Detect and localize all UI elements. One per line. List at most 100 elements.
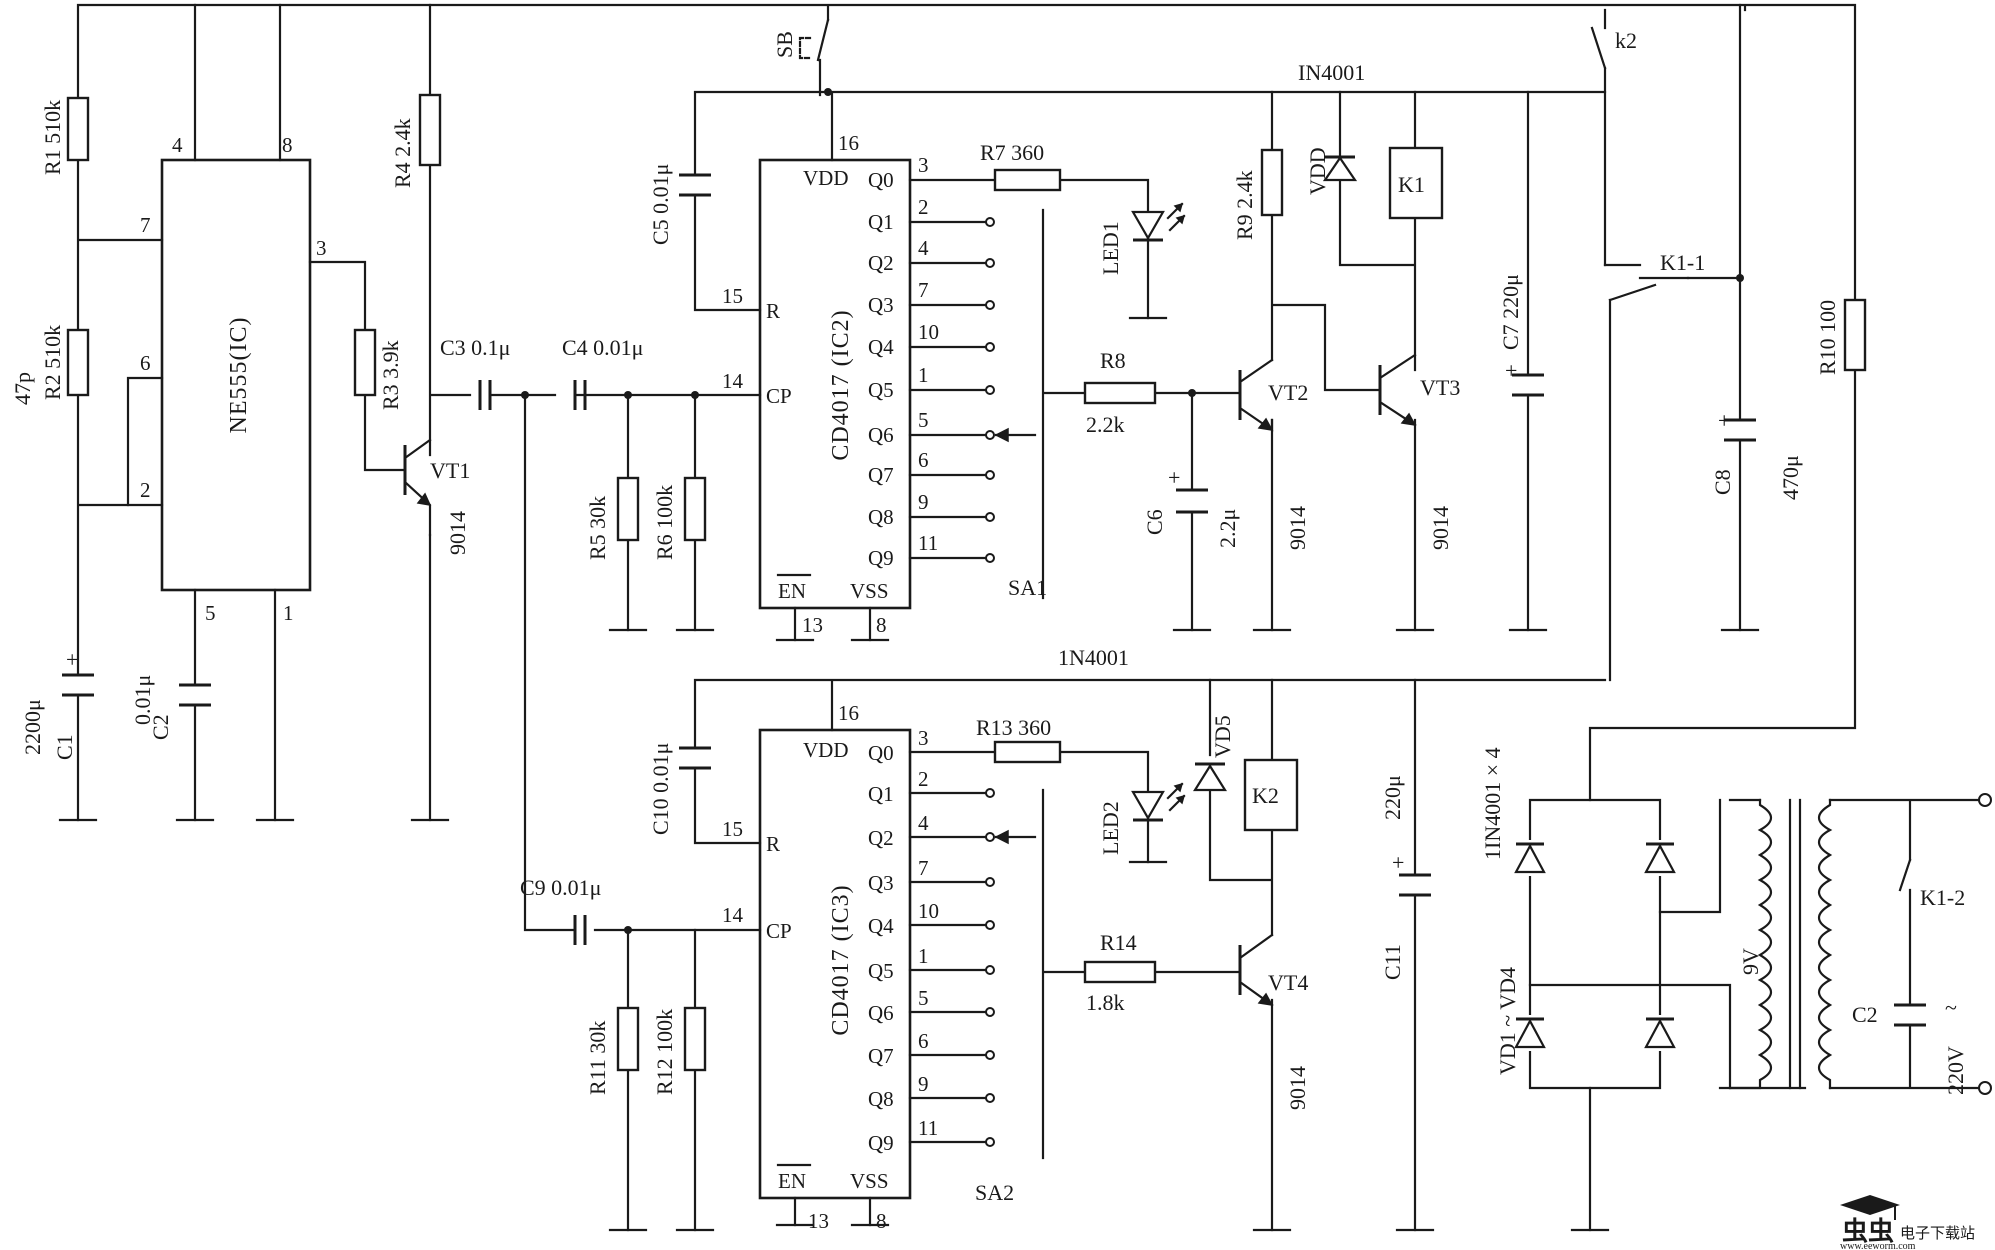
cd4017-ic3: CD4017 (IC3) VDD R CP EN VSS 16 15 14 13… bbox=[722, 701, 939, 1233]
ic3-q9: Q9 bbox=[868, 1131, 894, 1155]
ic3-q0: Q0 bbox=[868, 741, 894, 765]
cd4017-ic2: CD4017 (IC2) VDD R CP EN VSS 16 15 14 13… bbox=[722, 131, 939, 637]
ic2-pin-15: 15 bbox=[722, 284, 743, 308]
capacitors: + + + + + bbox=[62, 173, 1926, 1027]
ic3-r: R bbox=[766, 832, 780, 856]
label-vt4: VT4 bbox=[1268, 970, 1308, 995]
ic2-pin-13: 13 bbox=[802, 613, 823, 637]
label-bridge: 1IN4001 × 4 bbox=[1480, 747, 1505, 860]
ic2-q7: Q7 bbox=[868, 463, 894, 487]
label-c3: C3 0.1μ bbox=[440, 335, 510, 360]
label-r10: R10 100 bbox=[1815, 300, 1840, 375]
ic2-q9: Q9 bbox=[868, 546, 894, 570]
resistor-r12 bbox=[683, 1006, 707, 1072]
led2 bbox=[1131, 782, 1186, 822]
ne555-pin-2: 2 bbox=[140, 478, 151, 502]
label-r14: R14 bbox=[1100, 930, 1137, 955]
label-c2-mains: C2 bbox=[1852, 1002, 1878, 1027]
ne555-pin-5: 5 bbox=[205, 601, 216, 625]
switch-k2 bbox=[1590, 8, 1607, 70]
ic2-pin-q5: 1 bbox=[918, 363, 929, 387]
diode-k1-flyback bbox=[1322, 155, 1358, 182]
label-c7: C7 220μ bbox=[1498, 274, 1523, 350]
label-r11: R11 30k bbox=[585, 1021, 610, 1095]
label-led2: LED2 bbox=[1098, 801, 1123, 855]
relay-k1-label: K1 bbox=[1398, 172, 1425, 197]
label-k1-2: K1-2 bbox=[1920, 885, 1965, 910]
label-vt1-type: 9014 bbox=[445, 511, 470, 555]
transistor-vt3 bbox=[1378, 353, 1417, 427]
resistor-r4 bbox=[418, 93, 442, 167]
label-r8: R8 bbox=[1100, 348, 1126, 373]
capacitor-c6 bbox=[1176, 488, 1208, 514]
ic3-pin-14: 14 bbox=[722, 903, 744, 927]
ic2-pin-q7: 6 bbox=[918, 448, 929, 472]
ic3-pin-q7: 6 bbox=[918, 1029, 929, 1053]
label-k2-switch: k2 bbox=[1615, 28, 1637, 53]
ic2-q1: Q1 bbox=[868, 210, 894, 234]
ne555-pin-1: 1 bbox=[283, 601, 294, 625]
ic3-q2: Q2 bbox=[868, 826, 894, 850]
ic2-q5: Q5 bbox=[868, 378, 894, 402]
label-sa2: SA2 bbox=[975, 1180, 1014, 1205]
label-c10: C10 0.01μ bbox=[648, 743, 673, 835]
ne555-pin-8: 8 bbox=[282, 133, 293, 157]
ic3-cp: CP bbox=[766, 919, 792, 943]
ic3-pin-8: 8 bbox=[876, 1209, 887, 1233]
ic3-pin-q6: 5 bbox=[918, 986, 929, 1010]
label-vt1: VT1 bbox=[430, 458, 470, 483]
ne555-pin-4: 4 bbox=[172, 133, 183, 157]
capacitor-c2-mains bbox=[1894, 1003, 1926, 1027]
resistor-r5 bbox=[616, 476, 640, 542]
capacitor-c11 bbox=[1399, 873, 1431, 897]
switch-sb bbox=[798, 18, 830, 62]
relay-k1: K1 bbox=[1388, 146, 1444, 220]
ic3-q1: Q1 bbox=[868, 782, 894, 806]
diode-vd3 bbox=[1514, 1015, 1546, 1051]
svg-text:虫虫: 虫虫 bbox=[1842, 1217, 1894, 1246]
switch-k1-1 bbox=[1603, 263, 1690, 302]
ic3-pin-q4: 10 bbox=[918, 899, 939, 923]
capacitor-c5 bbox=[679, 173, 711, 197]
ic3-pin-13: 13 bbox=[808, 1209, 829, 1233]
resistors bbox=[66, 93, 1867, 1072]
mains-terminals bbox=[1978, 793, 1992, 1095]
ic2-q0: Q0 bbox=[868, 168, 894, 192]
svg-text:+: + bbox=[1168, 465, 1180, 490]
wires bbox=[76, 3, 1987, 1232]
ic2-pin-q1: 2 bbox=[918, 195, 929, 219]
label-r5: R5 30k bbox=[585, 496, 610, 560]
resistor-r14 bbox=[1083, 960, 1157, 984]
capacitor-c3 bbox=[478, 380, 492, 410]
label-bridge-range: VD1 ~ VD4 bbox=[1495, 967, 1520, 1075]
diode-vd4 bbox=[1644, 1015, 1676, 1051]
label-c1-value: 2200μ bbox=[20, 699, 45, 755]
label-r3: R3 3.9k bbox=[378, 340, 403, 410]
label-r2: R2 510k bbox=[40, 325, 65, 400]
label-r4: R4 2.4k bbox=[390, 118, 415, 188]
resistor-r3 bbox=[353, 328, 377, 397]
ic2-q4: Q4 bbox=[868, 335, 894, 359]
label-c1: C1 bbox=[52, 734, 77, 760]
watermark-url: www.eeworm.com bbox=[1840, 1241, 1916, 1250]
transformer bbox=[1728, 798, 1833, 1090]
ic2-q8: Q8 bbox=[868, 505, 894, 529]
ic3-pin-q3: 7 bbox=[918, 856, 929, 880]
ic3-q7: Q7 bbox=[868, 1044, 894, 1068]
label-vt2: VT2 bbox=[1268, 380, 1308, 405]
label-r9: R9 2.4k bbox=[1232, 170, 1257, 240]
label-c2-value: 0.01μ bbox=[130, 675, 155, 725]
transistor-vt2 bbox=[1238, 358, 1274, 433]
svg-text:+: + bbox=[1505, 358, 1517, 383]
capacitor-c8 bbox=[1724, 418, 1756, 442]
label-c6: C6 bbox=[1142, 509, 1167, 535]
label-sb: SB bbox=[772, 31, 797, 58]
ic3-q4: Q4 bbox=[868, 914, 894, 938]
label-vt4-type: 9014 bbox=[1285, 1066, 1310, 1110]
ic2-label: CD4017 (IC2) bbox=[828, 309, 854, 460]
bridge-rectifier bbox=[1514, 840, 1676, 1051]
ic3-label: CD4017 (IC3) bbox=[828, 884, 854, 1035]
ic3-pin-q8: 9 bbox=[918, 1072, 929, 1096]
capacitor-c10 bbox=[679, 746, 711, 770]
ic3-q3: Q3 bbox=[868, 871, 894, 895]
